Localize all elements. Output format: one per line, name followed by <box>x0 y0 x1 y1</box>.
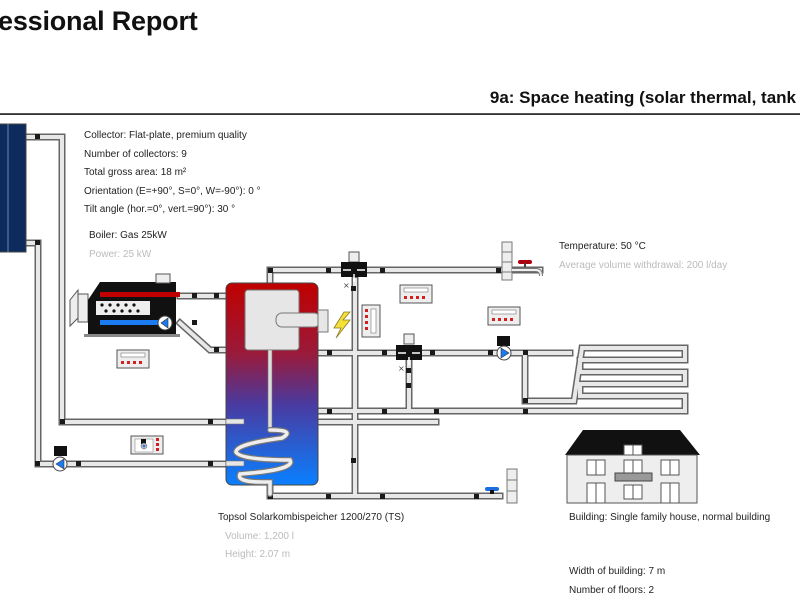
collector-orientation: Orientation (E=+90°, S=0°, W=-90°): 0 ° <box>84 185 261 197</box>
building-dimensions: Width of building: 7 m Number of floors:… <box>569 563 665 600</box>
report-title: essional Report <box>0 6 198 36</box>
collector-info: Collector: Flat-plate, premium quality N… <box>84 127 261 220</box>
tank-info: Topsol Solarkombispeicher 1200/270 (TS) … <box>218 509 404 565</box>
hot-water-tap-icon <box>501 241 543 281</box>
building-width: Width of building: 7 m <box>569 566 666 577</box>
mixing-valve-hot-water-icon: × <box>341 251 367 290</box>
mixing-valve-heating-icon: × <box>396 333 422 373</box>
solar-collector-icon <box>0 123 27 253</box>
cold-water-inlet-icon <box>485 468 518 504</box>
solar-pump-icon <box>52 446 68 472</box>
svg-text:×: × <box>398 364 405 373</box>
section-divider <box>0 113 800 114</box>
header-divider <box>0 113 800 115</box>
heating-controller-icon <box>487 306 521 326</box>
section-title: 9a: Space heating (solar thermal, tank <box>489 88 796 107</box>
collector-type: Collector: Flat-plate, premium quality <box>84 130 247 141</box>
collector-area: Total gross area: 18 m² <box>84 167 187 178</box>
boiler-info: Boiler: Gas 25kW Power: 25 kW <box>89 227 167 264</box>
boiler-controller-icon <box>116 349 150 369</box>
hot-water-withdrawal: Average volume withdrawal: 200 l/day <box>559 259 728 271</box>
solar-controller-icon <box>130 435 164 455</box>
building-floors: Number of floors: 2 <box>569 584 655 596</box>
collector-count: Number of collectors: 9 <box>84 148 187 160</box>
house-icon <box>565 430 700 504</box>
boiler-name: Boiler: Gas 25kW <box>89 230 167 241</box>
hot-water-info: Temperature: 50 °C Average volume withdr… <box>559 238 727 275</box>
building-info: Building: Single family house, normal bu… <box>569 509 770 528</box>
building-type: Building: Single family house, normal bu… <box>569 512 771 523</box>
heating-pump-icon <box>496 336 512 361</box>
hot-water-controller-icon <box>399 284 433 304</box>
pipe-joints <box>35 134 528 499</box>
svg-text:×: × <box>343 281 350 290</box>
collector-tilt: Tilt angle (hor.=0°, vert.=90°): 30 ° <box>84 204 236 215</box>
tank-controller-icon <box>361 304 381 338</box>
storage-tank-icon <box>225 282 329 497</box>
tank-height: Height: 2.07 m <box>225 549 291 560</box>
tank-volume: Volume: 1,200 l <box>225 530 294 542</box>
tank-name: Topsol Solarkombispeicher 1200/270 (TS) <box>218 512 405 523</box>
hot-water-temperature: Temperature: 50 °C <box>559 241 646 252</box>
gas-boiler-icon <box>69 273 180 337</box>
electric-heater-icon <box>333 311 351 339</box>
boiler-power: Power: 25 kW <box>89 248 152 260</box>
